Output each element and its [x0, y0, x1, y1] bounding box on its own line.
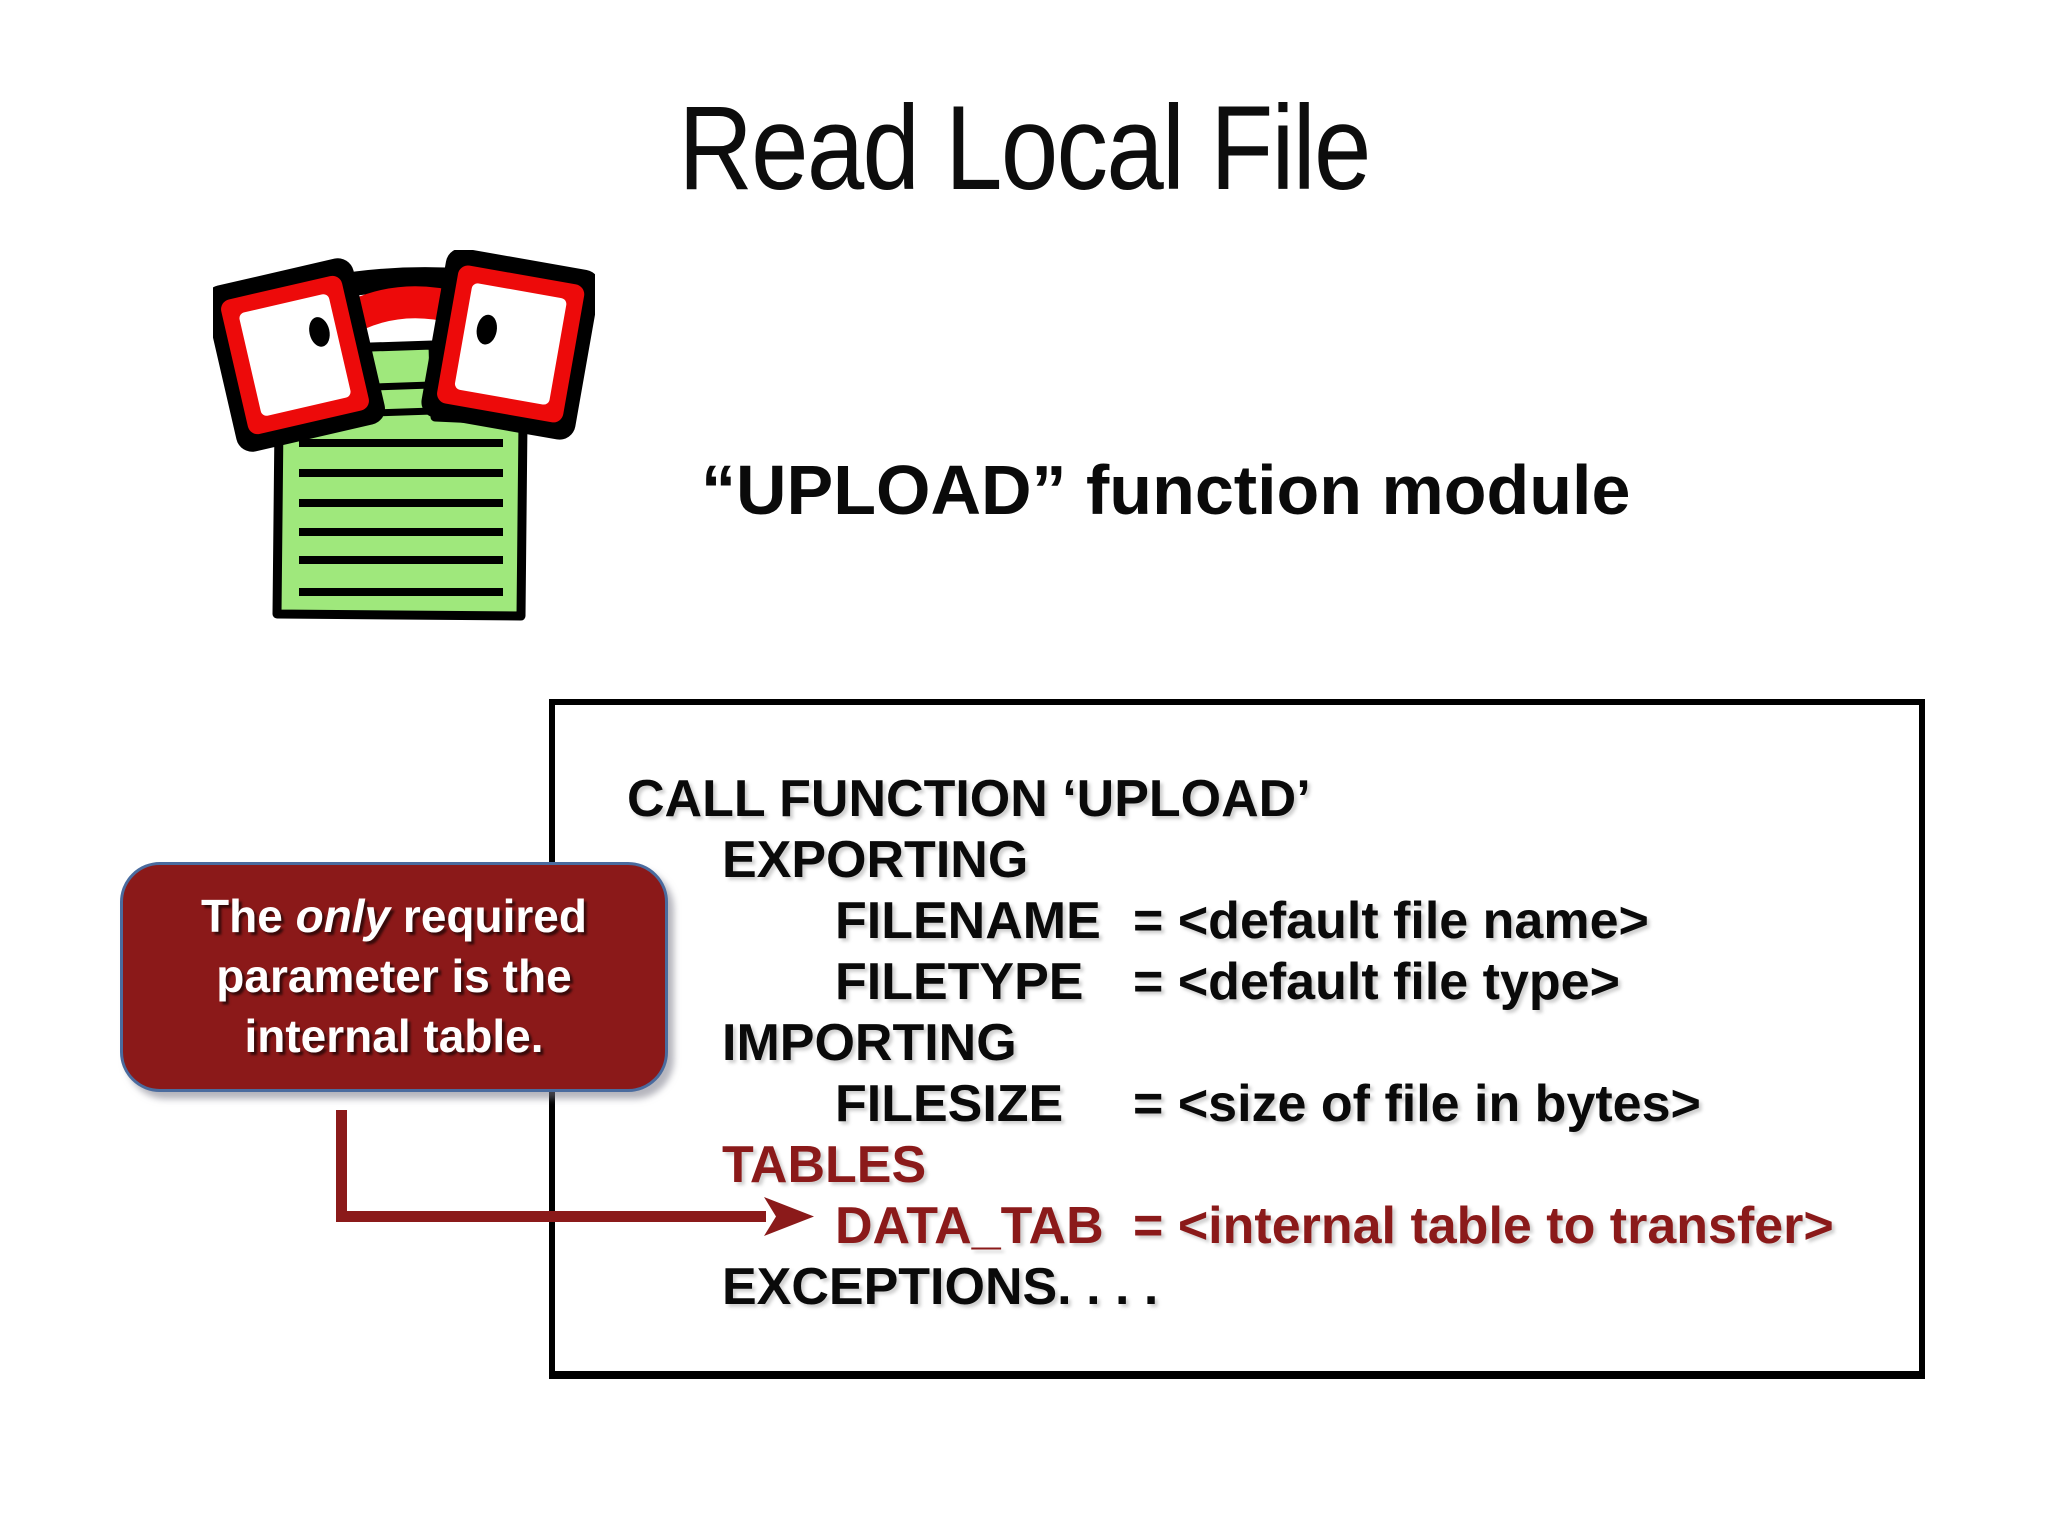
callout-line-1: The only required	[123, 886, 665, 946]
param-value: = <default file name>	[1133, 892, 1649, 950]
arrow-head-icon	[764, 1197, 814, 1236]
code-box: CALL FUNCTION ‘UPLOAD’ EXPORTING FILENAM…	[549, 699, 1925, 1379]
code-line: EXPORTING	[555, 830, 1919, 891]
code-text: CALL FUNCTION ‘UPLOAD’	[627, 770, 1311, 828]
code-line: IMPORTING	[555, 1013, 1919, 1074]
subtitle: “UPLOAD” function module	[701, 451, 1631, 529]
param-name: FILETYPE	[835, 953, 1084, 1011]
page-title: Read Local File	[678, 81, 1371, 215]
code-line: CALL FUNCTION ‘UPLOAD’	[555, 769, 1919, 830]
callout-text: The	[201, 890, 296, 942]
code-line: FILESIZE = <size of file in bytes>	[555, 1074, 1919, 1135]
floppy-disk-with-glasses-icon	[213, 250, 595, 621]
callout-text: required	[390, 890, 587, 942]
code-line: EXCEPTIONS. . . .	[555, 1257, 1919, 1318]
param-value: = <internal table to transfer>	[1133, 1197, 1834, 1255]
callout-text-italic: only	[295, 890, 391, 942]
param-name: FILENAME	[835, 892, 1101, 950]
code-text: EXCEPTIONS. . . .	[722, 1258, 1159, 1316]
code-line: FILETYPE = <default file type>	[555, 952, 1919, 1013]
code-line: FILENAME = <default file name>	[555, 891, 1919, 952]
callout-line-2: parameter is the	[216, 950, 572, 1002]
param-value: = <size of file in bytes>	[1133, 1075, 1701, 1133]
arrow-line	[336, 1211, 766, 1222]
code-line-data-tab: DATA_TAB = <internal table to transfer>	[555, 1196, 1919, 1257]
callout-line-3: internal table.	[244, 1010, 544, 1062]
arrow-stem	[336, 1110, 347, 1217]
param-value: = <default file type>	[1133, 953, 1620, 1011]
callout-box: The only required parameter is the inter…	[120, 862, 668, 1092]
code-text: IMPORTING	[722, 1014, 1017, 1072]
code-text: TABLES	[722, 1136, 927, 1194]
left-lens	[213, 258, 385, 452]
glasses	[213, 250, 595, 452]
right-lens	[421, 250, 595, 440]
param-name: DATA_TAB	[835, 1197, 1104, 1255]
param-name: FILESIZE	[835, 1075, 1064, 1133]
code-line-tables: TABLES	[555, 1135, 1919, 1196]
code-text: EXPORTING	[722, 831, 1029, 889]
